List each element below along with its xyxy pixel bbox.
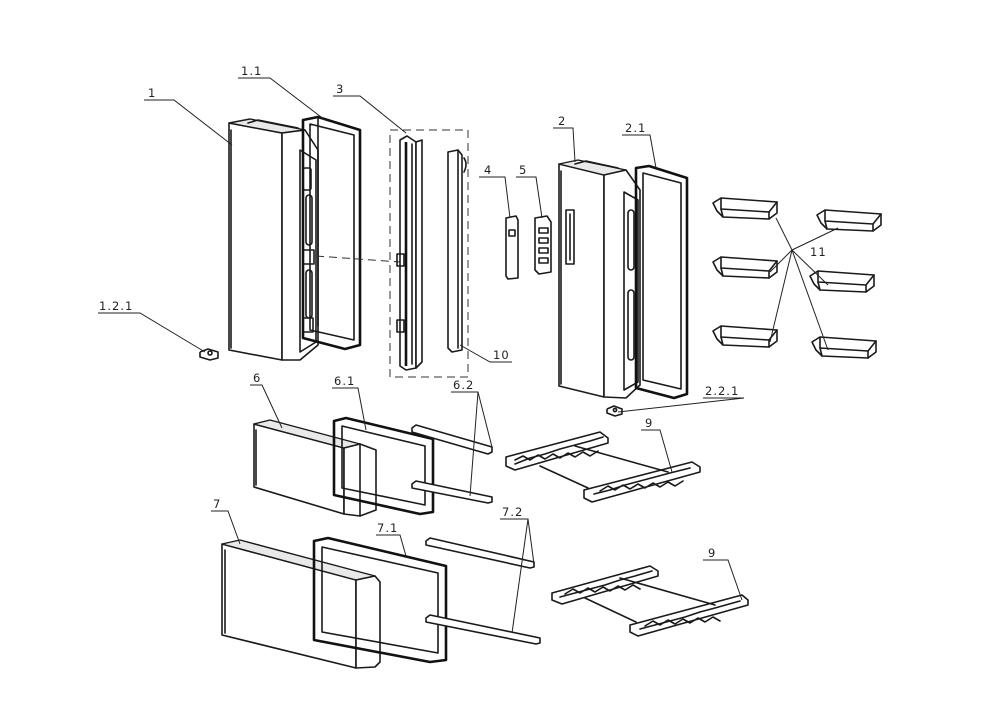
part-lower-slide-rails	[551, 565, 749, 637]
callout-2-2-1: 2.2.1	[705, 384, 739, 398]
part-right-door	[558, 159, 641, 399]
callout-6-1: 6.1	[334, 374, 355, 388]
callout-2-1: 2.1	[625, 121, 646, 135]
door-bin	[712, 197, 778, 220]
part-upper-rails	[411, 424, 493, 504]
callout-9-upper: 9	[645, 416, 653, 430]
part-lower-rails	[425, 537, 541, 645]
door-bin	[811, 336, 877, 359]
callout-3: 3	[336, 82, 344, 96]
door-bin	[712, 325, 778, 348]
assembly-group-box	[389, 129, 469, 378]
callout-5: 5	[519, 163, 527, 177]
callout-1: 1	[148, 86, 156, 100]
part-upper-drawer-gasket	[332, 416, 435, 516]
part-left-door	[228, 118, 319, 361]
callout-11: 11	[810, 245, 827, 259]
part-right-hinge	[606, 405, 623, 417]
part-right-door-gasket	[634, 164, 689, 400]
callout-1-2-1: 1.2.1	[99, 299, 133, 313]
callout-4: 4	[484, 163, 492, 177]
callout-2: 2	[558, 114, 566, 128]
part-control-module	[534, 215, 552, 275]
part-door-bins	[712, 197, 882, 359]
assembly-link-line	[315, 255, 401, 263]
door-bin	[816, 209, 882, 232]
door-bin	[809, 270, 875, 293]
part-upper-drawer-front	[253, 419, 377, 517]
door-bin	[712, 256, 778, 279]
part-left-door-gasket	[301, 115, 362, 351]
callout-6: 6	[253, 371, 261, 385]
callout-7: 7	[213, 497, 221, 511]
callout-7-2: 7.2	[502, 505, 523, 519]
callout-7-1: 7.1	[377, 521, 398, 535]
callout-6-2: 6.2	[453, 378, 474, 392]
callout-10: 10	[493, 348, 510, 362]
leader-lines	[98, 77, 839, 634]
callout-9-lower: 9	[708, 546, 716, 560]
callout-labels: 1 1.1 1.2.1 2 2.1 2.2.1 3 4 5 6 6.1 6.2 …	[99, 64, 827, 560]
part-lower-drawer-gasket	[312, 536, 448, 664]
callout-1-1: 1.1	[241, 64, 262, 78]
part-small-bar	[505, 215, 519, 280]
part-center-mullion	[396, 135, 423, 371]
part-upper-slide-rails	[505, 431, 701, 503]
part-strip	[447, 149, 467, 353]
